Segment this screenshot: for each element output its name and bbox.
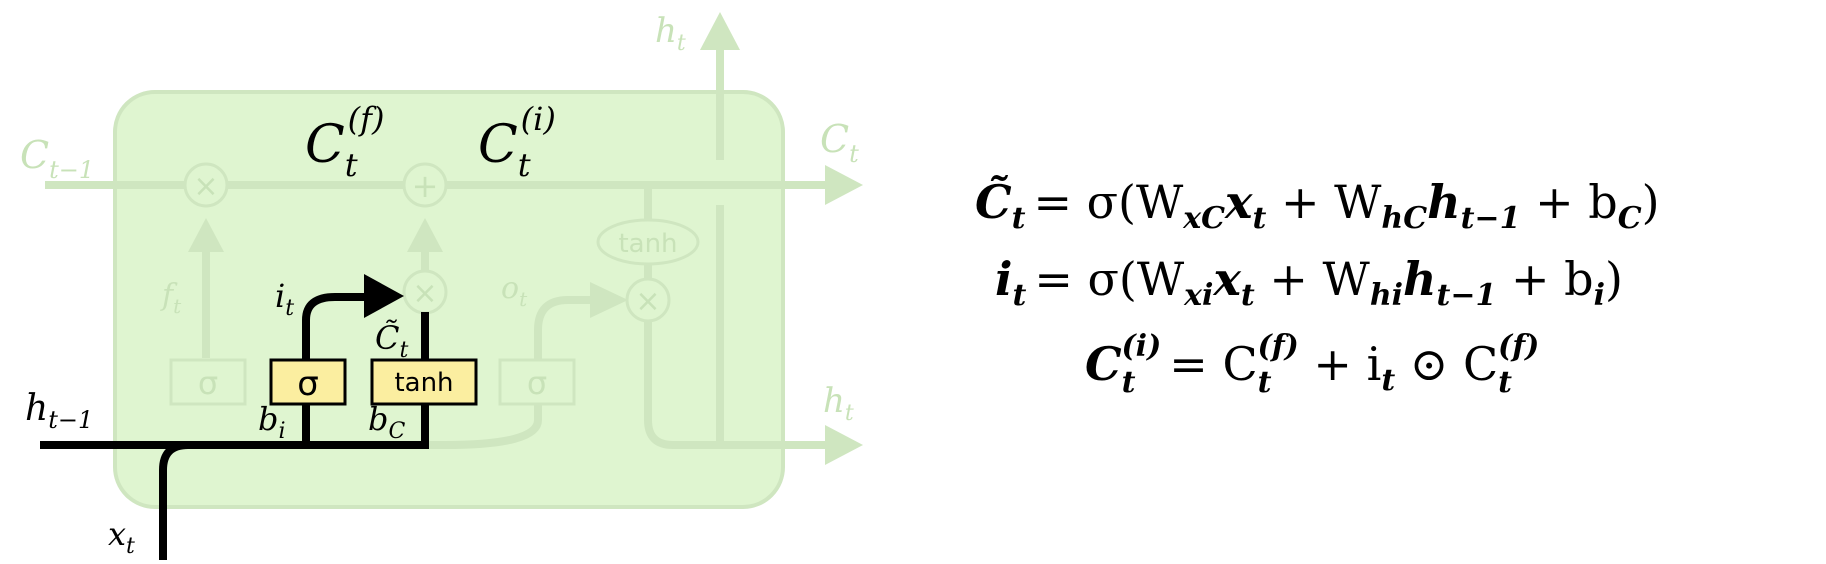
- forget-gate-symbol: σ: [198, 364, 218, 402]
- label-b-i: bi: [258, 400, 286, 444]
- input-gate-symbol: σ: [297, 364, 319, 404]
- active-gate-boxes: σ tanh: [269, 358, 478, 406]
- faded-labels: ht Ct−1 Ct ht ft ot: [20, 11, 859, 426]
- label-ctilde: C̃t: [375, 319, 408, 363]
- label-c-out: Ct: [820, 117, 859, 168]
- label-c-prev: Ct−1: [20, 133, 94, 184]
- forget-multiply-op: [183, 162, 229, 208]
- label-x-in: xt: [108, 515, 135, 559]
- output-gate-symbol: σ: [527, 364, 547, 402]
- pointwise-ops: × + × × tanh: [183, 162, 700, 323]
- label-c-f: Ct(f): [305, 100, 384, 184]
- dark-labels: Ct(f) Ct(i) it C̃t ht−1 bi bC xt: [25, 100, 556, 559]
- active-connections: [40, 293, 429, 560]
- input-multiply-symbol: ×: [412, 276, 437, 311]
- label-h-right: ht: [823, 381, 854, 426]
- equation-candidate: C̃t= σ(WxCxt + WhCht−1 + bC): [975, 175, 1660, 236]
- faded-gate-boxes: σ σ: [169, 358, 576, 406]
- input-gate-box: [269, 358, 347, 406]
- output-multiply-op: [625, 277, 671, 323]
- candidate-tanh-box: [370, 358, 478, 406]
- label-b-c: bC: [368, 400, 405, 444]
- label-o-gate: ot: [501, 271, 528, 311]
- equation-input-gate: it= σ(Wxixt + Whiht−1 + bi): [995, 252, 1623, 313]
- label-h-top: ht: [655, 11, 686, 56]
- faded-arrowheads: [188, 12, 863, 465]
- forget-gate-box: [169, 358, 247, 406]
- add-symbol: +: [412, 167, 439, 205]
- lstm-cell-diagram: σ σ × + × × tanh: [20, 11, 863, 560]
- label-i-gate: it: [275, 277, 294, 321]
- tanh-op: [596, 218, 700, 266]
- label-h-prev: ht−1: [25, 388, 93, 434]
- add-op: [402, 162, 448, 208]
- label-c-i: Ct(i): [478, 100, 556, 184]
- tanh-op-label: tanh: [618, 229, 677, 259]
- input-gate-arrowhead: [364, 274, 404, 318]
- output-multiply-symbol: ×: [635, 284, 660, 319]
- candidate-tanh-label: tanh: [394, 368, 453, 398]
- output-gate-box: [498, 358, 576, 406]
- forget-multiply-symbol: ×: [193, 169, 218, 204]
- equation-cell-update: Ct(i)= Ct(f) + it ⊙ Ct(f): [1085, 329, 1539, 400]
- equations: C̃t= σ(WxCxt + WhCht−1 + bC) it= σ(Wxixt…: [975, 175, 1660, 400]
